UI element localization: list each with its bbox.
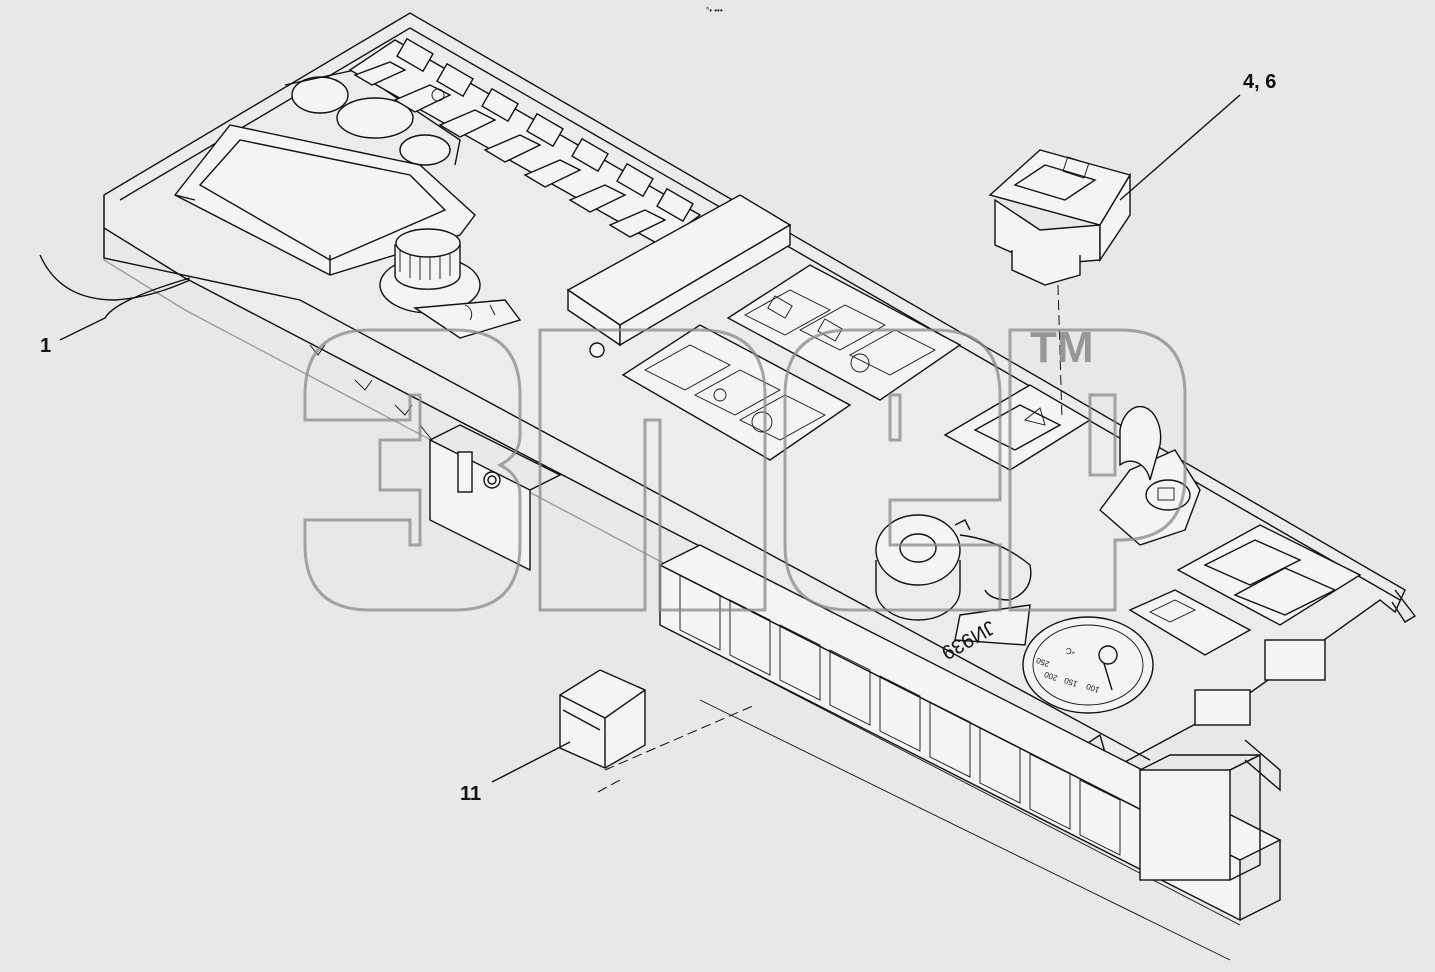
socket-cap (1099, 405, 1201, 546)
middle-switch-blocks (621, 264, 962, 461)
leader-1 (59, 277, 191, 341)
callout-1: 1 (40, 335, 51, 357)
rotary-knob (379, 228, 522, 339)
right-switch-cluster (1128, 524, 1362, 656)
part-rocker-switch (988, 149, 1132, 421)
watermark-trademark: TM (1030, 323, 1094, 372)
part-relay-cube (559, 669, 756, 793)
watermark-logo: TM (303, 323, 1187, 612)
gauge-label-250: 250 (1035, 655, 1051, 668)
callout-11: 11 (460, 783, 481, 805)
callout-4-6: 4, 6 (1243, 71, 1276, 93)
left-module (309, 344, 562, 572)
gauge-label-100: 100 (1085, 681, 1101, 694)
gauge-label-200: 200 (1043, 669, 1059, 682)
upper-switch-row (348, 37, 702, 246)
gauge-label-150: 150 (1063, 675, 1079, 688)
relay-block (658, 544, 1326, 961)
gauge-unit: °C (1066, 646, 1075, 655)
leader-4-6 (1119, 94, 1241, 201)
top-mark: °• ••• (706, 6, 723, 15)
leader-11 (491, 741, 571, 783)
temperature-gauge: °C 100 150 200 250 (1022, 616, 1154, 714)
leader-1-arc (39, 254, 191, 301)
round-sensor (875, 514, 1032, 621)
